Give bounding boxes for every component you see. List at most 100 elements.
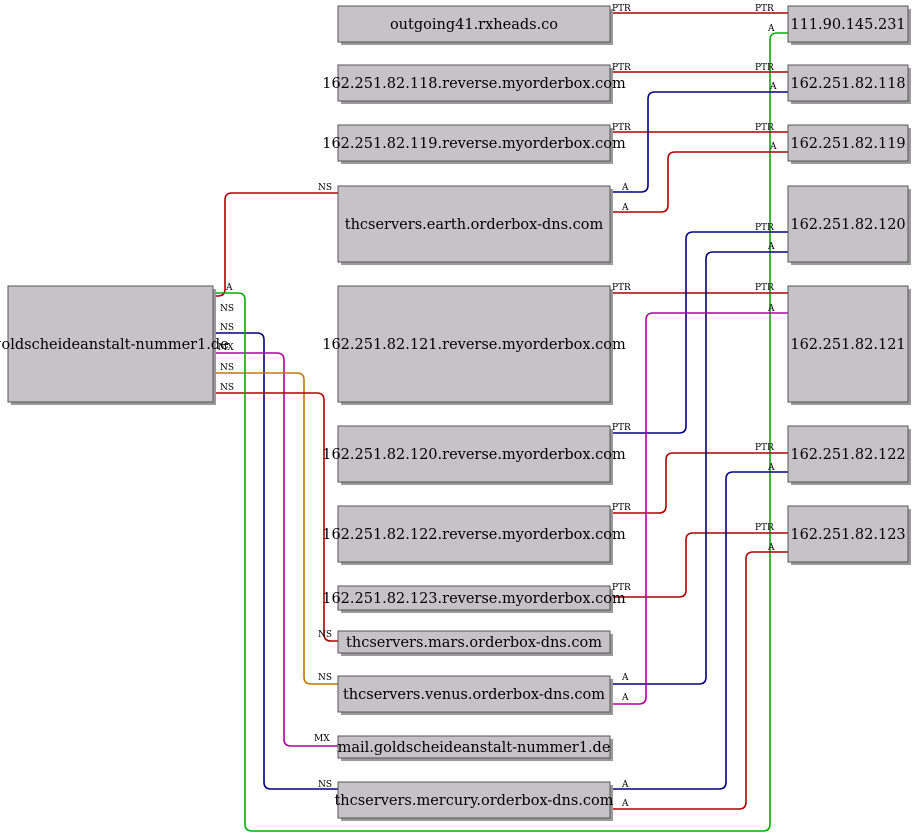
edge-line [610,91,788,193]
edge-label-end: PTR [755,443,774,453]
edge-line [214,32,788,832]
node-rev123[interactable]: 162.251.82.123.reverse.myorderbox.com [322,585,626,613]
node-ip120[interactable]: 162.251.82.120 [787,185,911,265]
e-rev120-ip120-ptr: PTR PTR [610,223,788,434]
node-ip119[interactable]: 162.251.82.119 [787,124,911,164]
edge-label: PTR [612,583,631,593]
node-box [7,285,214,403]
node-box [337,124,611,162]
e-root-ip231-a: AA [214,24,788,832]
nodes-layer: goldscheideanstalt-nummer1.de outgoing41.… [0,5,911,821]
node-label: 162.251.82.119 [790,136,905,152]
node-box [787,285,909,403]
node-venus[interactable]: thcservers.venus.orderbox-dns.com [337,675,613,715]
edge-label-end: NS [220,323,234,333]
edge-line [214,372,338,685]
e-venus-ip120-a: AA [610,242,788,685]
node-box [337,781,611,819]
node-ip121[interactable]: 162.251.82.121 [787,285,911,405]
e-root-mercury-ns: NS NS [214,323,338,790]
e-venus-ip121-a: AA [610,304,788,705]
node-out41[interactable]: outgoing41.rxheads.co [337,5,613,45]
edge-line [610,312,788,705]
node-box [787,64,909,102]
edge-line [610,151,788,213]
edge-label: NS [318,183,332,193]
node-ip231[interactable]: 111.90.145.231 [787,5,911,45]
edge-line [610,231,788,434]
edge-label: A [621,693,629,703]
node-box [787,5,909,43]
edge-line [214,192,338,297]
edge-label: NS [318,780,332,790]
node-label: 162.251.82.119.reverse.myorderbox.com [322,136,626,152]
node-label: 162.251.82.120.reverse.myorderbox.com [322,447,626,463]
node-rev120[interactable]: 162.251.82.120.reverse.myorderbox.com [322,425,626,485]
node-label: thcservers.earth.orderbox-dns.com [345,217,604,233]
node-label: thcservers.mercury.orderbox-dns.com [334,793,613,809]
node-box [337,505,611,563]
edge-label-end: A [767,242,775,252]
node-root[interactable]: goldscheideanstalt-nummer1.de [0,285,229,405]
edge-label: PTR [612,4,631,14]
node-label: 162.251.82.120 [790,217,905,233]
node-box [337,630,611,654]
edge-label: MX [314,734,330,744]
node-label: thcservers.mars.orderbox-dns.com [346,635,602,651]
edge-label-end: A [767,24,775,34]
node-box [787,425,909,483]
edge-label-end: NS [220,383,234,393]
edge-label: A [621,799,629,809]
node-box [337,285,611,403]
edge-line [610,532,788,598]
node-mars[interactable]: thcservers.mars.orderbox-dns.com [337,630,613,656]
edge-line [214,392,338,642]
node-rev118[interactable]: 162.251.82.118.reverse.myorderbox.com [322,64,626,104]
node-label: 111.90.145.231 [790,17,905,33]
edge-label-end: PTR [755,123,774,133]
edge-label-end: A [767,543,775,553]
edge-label-end: PTR [755,223,774,233]
edge-label-end: NS [220,363,234,373]
node-label: 162.251.82.118 [790,76,905,92]
edge-line [610,471,788,790]
node-earth[interactable]: thcservers.earth.orderbox-dns.com [337,185,613,265]
node-box [337,5,611,43]
edge-label-end: A [767,463,775,473]
e-earth-ip119-a: AA [610,142,788,213]
node-box [337,425,611,483]
node-box [787,505,909,563]
node-box [337,735,611,759]
e-mercury-ip122-a: AA [610,463,788,790]
node-rev119[interactable]: 162.251.82.119.reverse.myorderbox.com [322,124,626,164]
node-box [337,185,611,263]
edge-label-end: A [769,82,777,92]
edge-label-end: A [767,304,775,314]
e-mercury-ip123-a: AA [610,543,788,810]
edge-line [214,352,338,747]
edge-line [610,452,788,514]
node-box [787,185,909,263]
node-label: 162.251.82.123.reverse.myorderbox.com [322,591,626,607]
edge-label-end: PTR [755,63,774,73]
node-mercury[interactable]: thcservers.mercury.orderbox-dns.com [334,781,614,821]
node-rev121[interactable]: 162.251.82.121.reverse.myorderbox.com [322,285,626,405]
node-ip122[interactable]: 162.251.82.122 [787,425,911,485]
node-label: 162.251.82.118.reverse.myorderbox.com [322,76,626,92]
edge-label: PTR [612,283,631,293]
node-rev122[interactable]: 162.251.82.122.reverse.myorderbox.com [322,505,626,565]
node-mail[interactable]: mail.goldscheideanstalt-nummer1.de [337,735,613,761]
edge-label: NS [318,630,332,640]
node-ip123[interactable]: 162.251.82.123 [787,505,911,565]
edge-label: A [225,283,233,293]
node-ip118[interactable]: 162.251.82.118 [787,64,911,104]
node-label: mail.goldscheideanstalt-nummer1.de [338,740,611,756]
